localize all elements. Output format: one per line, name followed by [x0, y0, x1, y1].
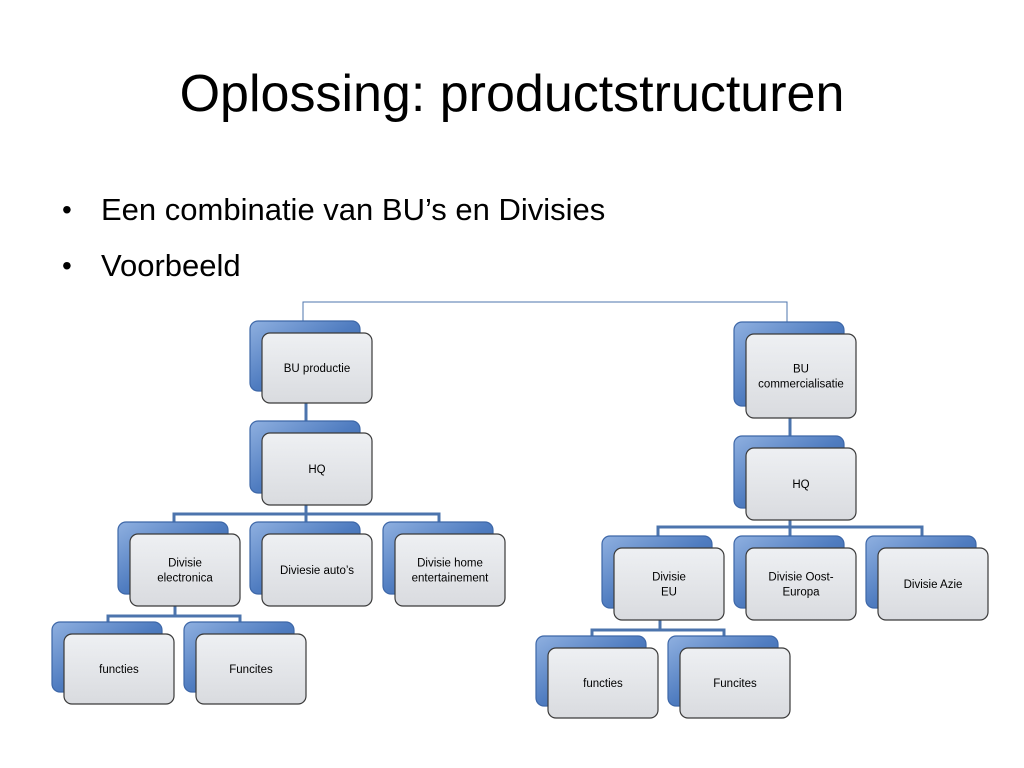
node-label: Divisie home: [417, 558, 483, 570]
node-label: Divisie Azie: [904, 579, 963, 591]
node-label: EU: [661, 587, 677, 599]
node-front-shape: [129, 533, 241, 607]
node-front-shape: [63, 633, 175, 705]
slide-title: Oplossing: productstructuren: [179, 65, 845, 123]
node-front-shape: [745, 547, 857, 621]
node-front-shape: [745, 447, 857, 521]
connector-left-division-subunits: [106, 606, 242, 626]
node-label: Funcites: [713, 678, 757, 690]
node-label: HQ: [308, 464, 325, 476]
node-front-shape: [394, 533, 506, 607]
node-label: Divisie Oost-: [768, 572, 833, 584]
node-hq-left: HQ: [249, 420, 373, 506]
node-label: Divisie: [652, 572, 686, 584]
node-label: entertainement: [412, 573, 490, 585]
node-front-shape: [261, 332, 373, 404]
node-label: commercialisatie: [758, 379, 844, 391]
node-divisie-electronica: Divisie electronica: [117, 521, 241, 607]
node-divisie-autos: Diviesie auto’s: [249, 521, 373, 607]
node-front-shape: [195, 633, 307, 705]
node-functies-left: functies: [51, 621, 175, 705]
node-label: Divisie: [168, 558, 202, 570]
bullet-dot-icon: •: [62, 250, 72, 281]
node-label: functies: [99, 664, 139, 676]
node-front-shape: [877, 547, 989, 621]
node-front-shape: [261, 533, 373, 607]
bullet-text: Een combinatie van BU’s en Divisies: [101, 192, 606, 227]
node-functies-right: functies: [535, 635, 659, 719]
node-bu-productie: BU productie: [249, 320, 373, 404]
bullet-text: Voorbeeld: [101, 248, 241, 283]
node-label: Diviesie auto’s: [280, 565, 354, 577]
node-label: BU: [793, 364, 809, 376]
node-divisie-azie: Divisie Azie: [865, 535, 989, 621]
node-label: Europa: [782, 587, 820, 599]
top-connector: [302, 301, 788, 324]
node-front-shape: [547, 647, 659, 719]
node-front-shape: [261, 432, 373, 506]
node-divisie-home-entertainment: Divisie home entertainement: [382, 521, 506, 607]
node-label: electronica: [157, 573, 213, 585]
bullet-list: • Een combinatie van BU’s en Divisies • Vo…: [62, 186, 605, 298]
node-divisie-oost-europa: Divisie Oost- Europa: [733, 535, 857, 621]
connectors: [106, 301, 924, 640]
node-label: functies: [583, 678, 623, 690]
node-label: Funcites: [229, 664, 273, 676]
bullet-item: • Voorbeeld: [62, 242, 605, 290]
node-front-shape: [679, 647, 791, 719]
bullet-item: • Een combinatie van BU’s en Divisies: [62, 186, 605, 234]
node-front-shape: [745, 333, 857, 419]
connector-right-division-subunits: [590, 620, 726, 640]
node-hq-right: HQ: [733, 435, 857, 521]
node-funcites-left: Funcites: [183, 621, 307, 705]
node-label: BU productie: [284, 363, 350, 375]
node-label: HQ: [792, 479, 809, 491]
node-funcites-right: Funcites: [667, 635, 791, 719]
bullet-dot-icon: •: [62, 194, 72, 225]
node-bu-commercialisatie: BU commercialisatie: [733, 321, 857, 419]
nodes: BU productie HQ Divisie electronica Divie…: [51, 320, 989, 719]
node-front-shape: [613, 547, 725, 621]
